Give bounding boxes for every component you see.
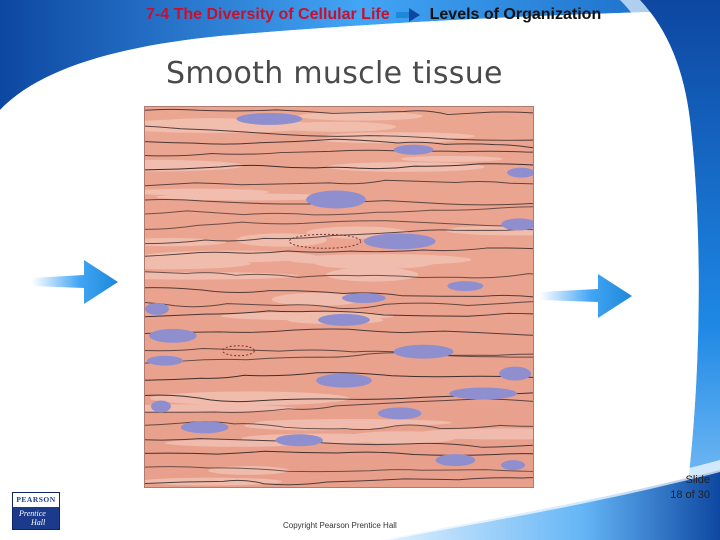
cytoplasm-highlight <box>254 419 452 427</box>
logo-subtitle: Prentice Hall <box>13 507 59 527</box>
cell-nucleus <box>501 218 533 231</box>
slide-title: Smooth muscle tissue <box>166 56 503 91</box>
cell-nucleus <box>499 366 532 381</box>
logo-brand: PEARSON <box>13 493 59 507</box>
cell-membrane-line <box>145 220 533 230</box>
cell-nucleus <box>363 233 436 250</box>
cell-nucleus <box>275 434 324 447</box>
cytoplasm-highlight <box>277 121 397 132</box>
cell-membrane-line <box>145 310 533 318</box>
cell-membrane-line <box>145 149 533 157</box>
cell-membrane-line <box>145 287 533 298</box>
cell-nucleus <box>316 373 372 388</box>
cell-membrane-line <box>145 206 533 216</box>
slide-header: 7-4 The Diversity of Cellular Life Level… <box>146 4 601 26</box>
arrow-right-icon <box>32 260 118 304</box>
cell-nucleus <box>393 144 434 155</box>
cell-nucleus <box>180 421 229 434</box>
cell-membrane-line <box>145 352 533 364</box>
cell-membrane-line <box>145 229 533 245</box>
cell-membrane-line <box>145 438 533 448</box>
slide-counter: Slide 18 of 30 <box>650 473 710 503</box>
cell-nucleus <box>449 387 518 400</box>
empty-nucleus-outline <box>222 345 255 357</box>
cell-membrane-line <box>145 179 533 187</box>
arrow-right-icon <box>395 8 420 22</box>
pearson-prentice-hall-logo: PEARSON Prentice Hall <box>12 492 60 530</box>
cytoplasm-highlight <box>271 292 363 306</box>
cell-membrane-line <box>145 138 533 149</box>
slide-counter-value: 18 of 30 <box>670 489 710 501</box>
arrow-right-icon <box>540 274 632 318</box>
cytoplasm-highlight <box>326 267 419 282</box>
cell-nucleus <box>435 454 476 467</box>
logo-subtitle-line2: Hall <box>31 518 46 527</box>
cell-membrane-line <box>145 450 533 456</box>
cell-membrane-line <box>145 466 533 473</box>
cell-nucleus <box>501 460 526 471</box>
topic-title: Levels of Organization <box>429 6 602 23</box>
cell-membrane-line <box>145 398 533 413</box>
cytoplasm-highlight <box>145 404 296 413</box>
logo-subtitle-line1: Prentice <box>19 509 46 518</box>
cytoplasm-highlight <box>145 159 244 172</box>
cell-membrane-line <box>145 125 533 141</box>
cytoplasm-highlight <box>345 431 457 444</box>
cell-nucleus <box>447 281 484 292</box>
cytoplasm-highlight <box>319 136 456 144</box>
cell-nucleus <box>145 302 169 315</box>
cell-membrane-line <box>145 301 533 310</box>
cell-membrane-line <box>145 108 533 116</box>
cytoplasm-highlight <box>164 118 256 125</box>
cell-membrane-line <box>145 247 533 257</box>
cell-nucleus <box>507 167 533 178</box>
cell-nucleus <box>150 400 171 413</box>
cytoplasm-highlight <box>150 391 350 406</box>
cell-nucleus <box>393 344 454 359</box>
cytoplasm-highlight <box>155 193 339 201</box>
empty-nucleus-outline <box>288 233 362 249</box>
cell-membrane-line <box>145 163 533 171</box>
cell-nucleus <box>146 355 183 366</box>
cell-membrane-line <box>145 372 533 381</box>
section-title: 7-4 The Diversity of Cellular Life <box>146 6 390 23</box>
cell-nucleus <box>341 293 386 303</box>
cytoplasm-highlight <box>286 254 472 266</box>
cell-membrane-lines <box>145 108 533 486</box>
smooth-muscle-tissue-illustration <box>144 106 534 488</box>
cell-membrane-line <box>145 477 533 486</box>
cell-nucleus <box>318 313 370 326</box>
cell-nucleus <box>306 190 366 209</box>
cytoplasm-highlight <box>400 155 503 162</box>
cell-nuclei <box>145 112 533 471</box>
cell-membrane-line <box>145 271 533 279</box>
cytoplasm-highlight <box>236 233 327 247</box>
cell-membrane-line <box>145 348 533 357</box>
cell-nucleus <box>148 328 197 343</box>
cell-membrane-line <box>145 328 533 336</box>
slide-counter-label: Slide <box>685 474 710 486</box>
cytoplasm-highlight <box>297 111 423 121</box>
copyright-notice: Copyright Pearson Prentice Hall <box>283 521 397 530</box>
cell-nucleus <box>377 407 422 420</box>
cell-nucleus <box>236 112 303 125</box>
